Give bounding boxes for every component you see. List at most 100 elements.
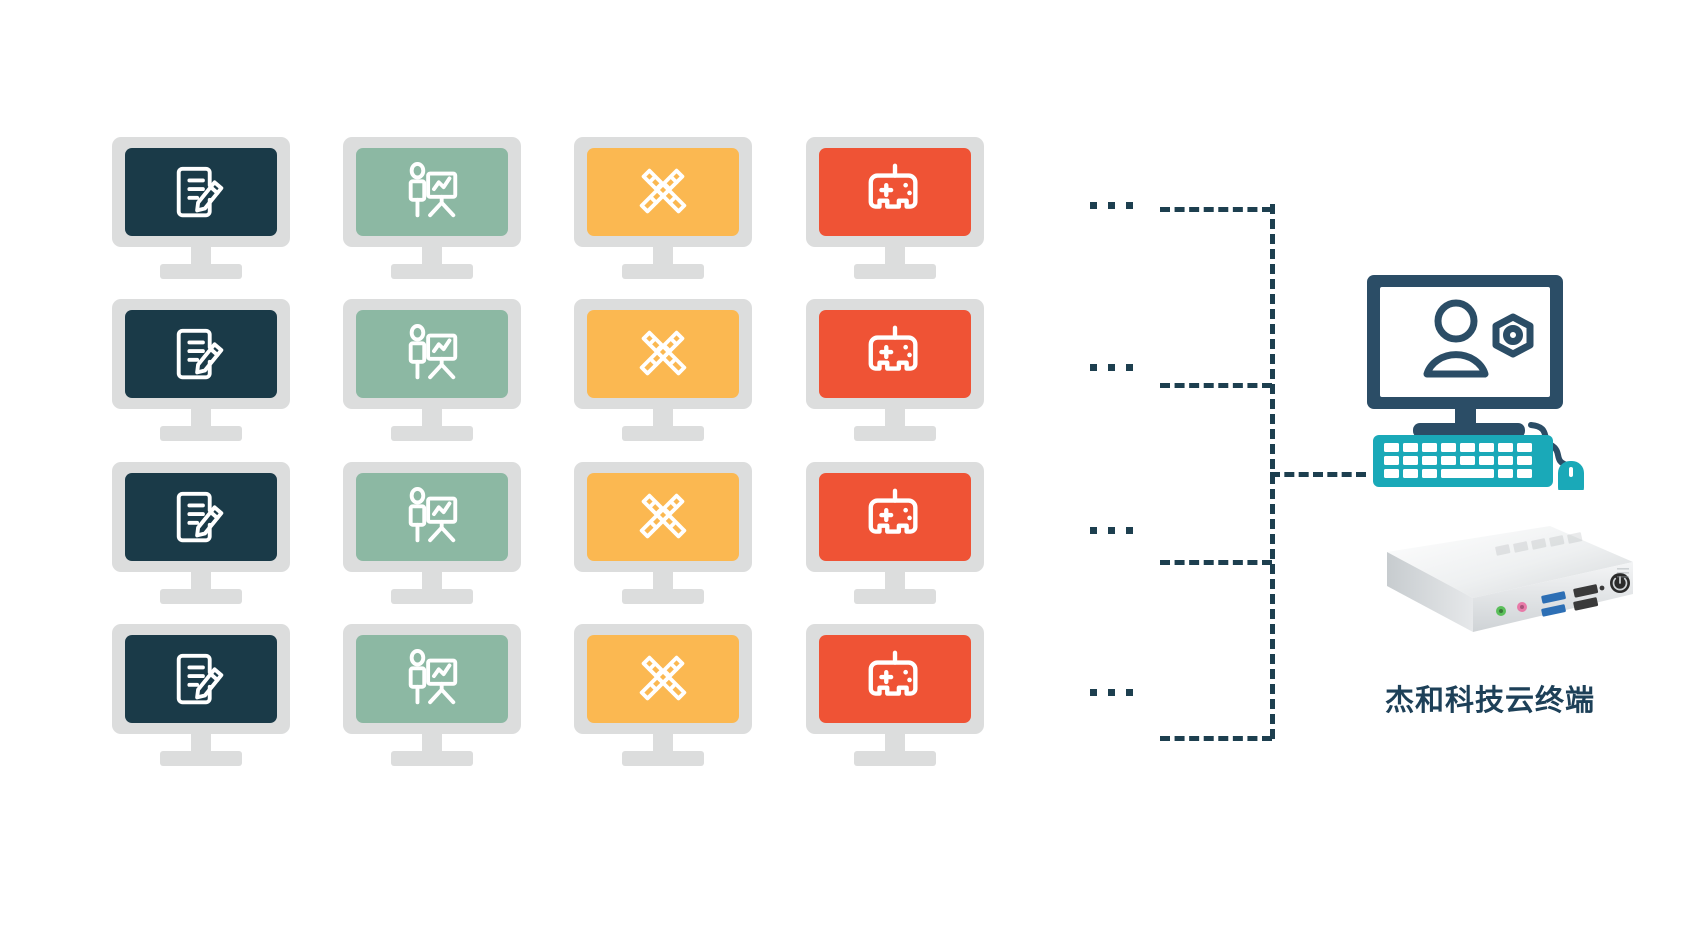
client-terminal-training-r3[interactable] bbox=[343, 462, 521, 604]
client-terminal-office-r4[interactable] bbox=[112, 624, 290, 766]
monitor-base bbox=[622, 264, 704, 279]
client-terminal-gaming-r2[interactable] bbox=[806, 299, 984, 441]
monitor-neck bbox=[191, 734, 211, 754]
branch-line-row-2 bbox=[1160, 383, 1272, 388]
monitor-base bbox=[160, 751, 242, 766]
keyboard bbox=[1373, 435, 1553, 487]
monitor-screen bbox=[356, 473, 508, 561]
client-terminal-gaming-r1[interactable] bbox=[806, 137, 984, 279]
monitor-base bbox=[854, 751, 936, 766]
monitor-neck bbox=[653, 409, 673, 429]
monitor-neck bbox=[885, 247, 905, 267]
monitor-screen bbox=[587, 635, 739, 723]
client-terminal-training-r4[interactable] bbox=[343, 624, 521, 766]
monitor-neck bbox=[653, 734, 673, 754]
document-edit-icon bbox=[170, 323, 232, 385]
monitor-screen bbox=[125, 635, 277, 723]
monitor-screen bbox=[356, 635, 508, 723]
monitor-neck bbox=[191, 409, 211, 429]
monitor-neck bbox=[885, 572, 905, 592]
monitor-neck bbox=[422, 247, 442, 267]
trunk-line-to-host bbox=[1270, 472, 1366, 477]
monitor-neck bbox=[191, 247, 211, 267]
client-terminal-office-r2[interactable] bbox=[112, 299, 290, 441]
monitor-base bbox=[160, 589, 242, 604]
monitor-screen bbox=[125, 310, 277, 398]
mini-pc-graphic bbox=[1387, 526, 1633, 632]
row-ellipsis-2 bbox=[1090, 364, 1133, 371]
monitor-screen bbox=[356, 310, 508, 398]
admin-workstation[interactable] bbox=[1355, 275, 1615, 490]
monitor-base bbox=[391, 426, 473, 441]
gamepad-icon bbox=[864, 648, 926, 710]
presentation-chart-icon bbox=[401, 161, 463, 223]
client-terminal-office-r1[interactable] bbox=[112, 137, 290, 279]
usb-2-port-top bbox=[1573, 584, 1599, 598]
gamepad-icon bbox=[864, 323, 926, 385]
gamepad-icon bbox=[864, 486, 926, 548]
pencil-ruler-icon bbox=[632, 648, 694, 710]
admin-workstation-graphic bbox=[1367, 275, 1584, 490]
presentation-chart-icon bbox=[401, 486, 463, 548]
monitor-base bbox=[391, 264, 473, 279]
client-terminal-design-r2[interactable] bbox=[574, 299, 752, 441]
admin-monitor bbox=[1367, 275, 1563, 438]
pencil-ruler-icon bbox=[632, 486, 694, 548]
usb-3-port-top bbox=[1541, 591, 1566, 604]
branch-line-row-3 bbox=[1160, 560, 1272, 565]
client-terminal-design-r1[interactable] bbox=[574, 137, 752, 279]
row-ellipsis-3 bbox=[1090, 527, 1133, 534]
row-ellipsis-4 bbox=[1090, 689, 1133, 696]
mini-pc-emboss-logo bbox=[1495, 532, 1583, 556]
monitor-base bbox=[622, 426, 704, 441]
mouse bbox=[1558, 461, 1584, 490]
monitor-neck bbox=[885, 409, 905, 429]
monitor-screen bbox=[819, 148, 971, 236]
presentation-chart-icon bbox=[401, 648, 463, 710]
client-terminal-gaming-r4[interactable] bbox=[806, 624, 984, 766]
monitor-base bbox=[391, 589, 473, 604]
client-terminal-design-r4[interactable] bbox=[574, 624, 752, 766]
monitor-base bbox=[854, 426, 936, 441]
monitor-base bbox=[160, 426, 242, 441]
monitor-base bbox=[854, 589, 936, 604]
presentation-chart-icon bbox=[401, 323, 463, 385]
monitor-screen bbox=[587, 148, 739, 236]
gamepad-icon bbox=[864, 161, 926, 223]
vertical-bus-line bbox=[1270, 204, 1275, 739]
row-ellipsis-1 bbox=[1090, 202, 1133, 209]
client-terminal-gaming-r3[interactable] bbox=[806, 462, 984, 604]
monitor-base bbox=[391, 751, 473, 766]
document-edit-icon bbox=[170, 486, 232, 548]
monitor-neck bbox=[191, 572, 211, 592]
mini-pc-left-face bbox=[1387, 552, 1473, 632]
monitor-screen bbox=[356, 148, 508, 236]
monitor-base bbox=[622, 589, 704, 604]
pencil-ruler-icon bbox=[632, 161, 694, 223]
monitor-base bbox=[160, 264, 242, 279]
client-terminal-design-r3[interactable] bbox=[574, 462, 752, 604]
mini-pc-io-panel bbox=[1496, 573, 1630, 617]
mini-pc-vents bbox=[1617, 568, 1629, 578]
client-terminal-training-r1[interactable] bbox=[343, 137, 521, 279]
monitor-screen bbox=[125, 473, 277, 561]
monitor-neck bbox=[422, 409, 442, 429]
monitor-screen bbox=[819, 635, 971, 723]
client-terminal-office-r3[interactable] bbox=[112, 462, 290, 604]
branch-line-row-1 bbox=[1160, 207, 1272, 212]
user-settings-icon bbox=[1423, 299, 1534, 378]
document-edit-icon bbox=[170, 648, 232, 710]
monitor-screen bbox=[587, 473, 739, 561]
client-terminal-training-r2[interactable] bbox=[343, 299, 521, 441]
monitor-screen bbox=[587, 310, 739, 398]
usb-2-port-bottom bbox=[1573, 597, 1599, 611]
pencil-ruler-icon bbox=[632, 323, 694, 385]
monitor-screen bbox=[819, 473, 971, 561]
monitor-screen bbox=[819, 310, 971, 398]
mini-pc-device[interactable] bbox=[1345, 520, 1635, 650]
monitor-screen bbox=[125, 148, 277, 236]
mini-pc-top-face bbox=[1387, 526, 1633, 598]
monitor-neck bbox=[885, 734, 905, 754]
host-caption: 杰和科技云终端 bbox=[1384, 683, 1595, 717]
